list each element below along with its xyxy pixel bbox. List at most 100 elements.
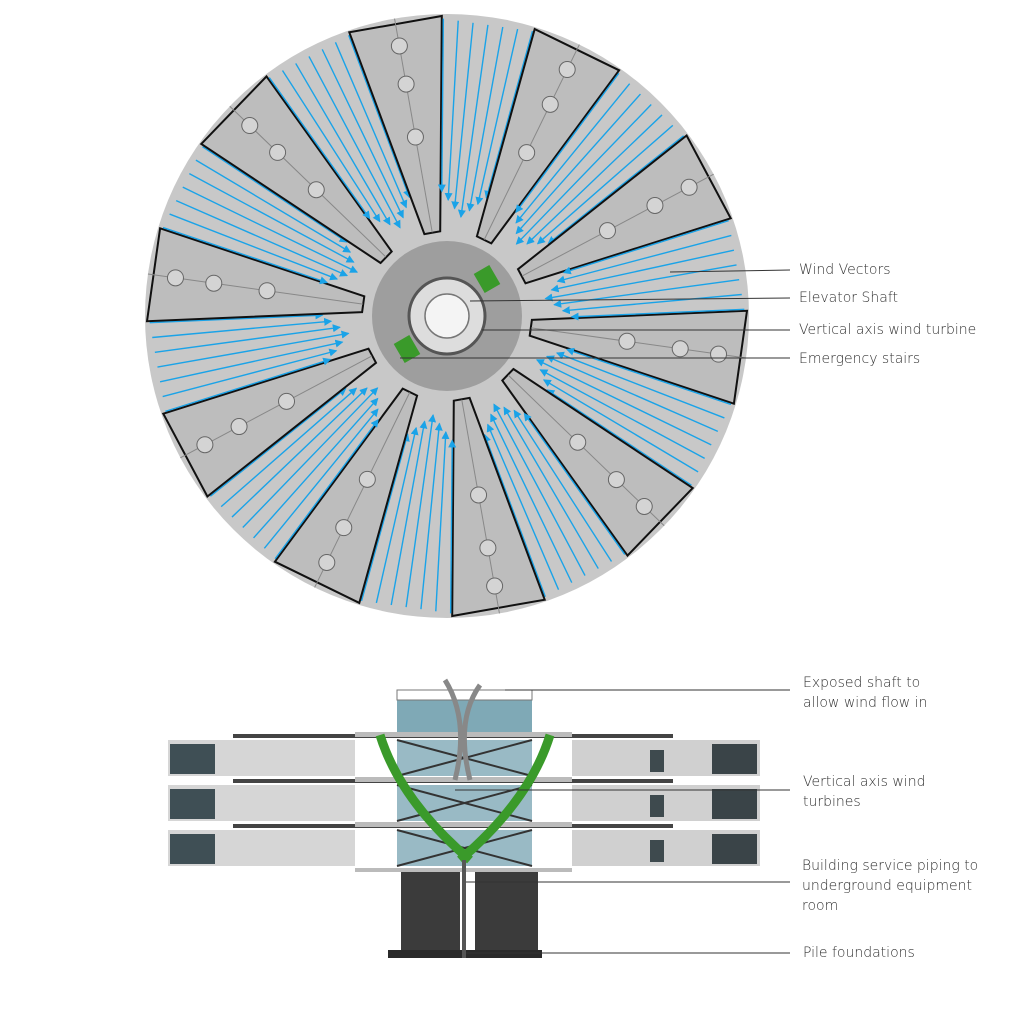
wind-vector-arrow: [546, 389, 692, 486]
wind-vector-arrow: [490, 413, 573, 583]
window: [170, 789, 215, 819]
wind-vector-arrow: [484, 30, 534, 199]
apartment-unit: [516, 133, 733, 285]
wind-vector-arrow: [375, 426, 419, 604]
furniture: [671, 340, 689, 358]
wind-vector-arrow: [556, 351, 725, 419]
wind-vector-arrow: [162, 348, 338, 398]
furniture: [397, 75, 415, 93]
apartment-unit: [161, 347, 378, 499]
shaft-railing: [396, 689, 533, 701]
furniture: [607, 471, 625, 489]
wind-vector-arrow: [188, 173, 355, 263]
wind-vector-arrow: [154, 324, 341, 353]
window: [650, 795, 664, 817]
wind-vector-arrow: [202, 146, 348, 243]
furniture: [196, 436, 214, 454]
wind-vector-arrow: [523, 412, 626, 555]
wind-vector-arrow: [570, 308, 745, 321]
pile-foundation: [401, 872, 460, 952]
wind-vector-arrow: [165, 357, 332, 413]
furniture: [335, 519, 353, 537]
wind-vector-arrow: [182, 186, 359, 273]
emergency-stairs: [473, 264, 501, 294]
wind-vector-arrow: [483, 433, 546, 597]
core-slab: [355, 822, 572, 827]
leader-line: [469, 297, 791, 302]
furniture: [166, 269, 184, 287]
wind-vector-arrow: [390, 420, 428, 606]
furniture: [618, 332, 636, 350]
wind-vector-arrow: [242, 387, 379, 528]
wind-vector-arrow: [535, 359, 712, 446]
wind-vector-arrow: [444, 20, 459, 202]
wind-vector-arrow: [348, 35, 411, 199]
wind-vector-arrow: [515, 93, 641, 235]
furniture: [278, 392, 296, 410]
wind-vector-arrow: [281, 70, 381, 223]
core-slab: [355, 777, 572, 782]
wind-vector-arrow: [542, 379, 699, 473]
wind-vector-arrow: [175, 199, 349, 277]
furniture: [258, 282, 276, 300]
window: [712, 834, 757, 864]
window: [170, 834, 215, 864]
wind-vector-arrow: [547, 135, 685, 245]
furniture: [479, 539, 497, 557]
wind-vector-arrow: [231, 387, 368, 518]
floor-plan: [145, 14, 791, 618]
wind-vector-arrow: [195, 159, 352, 253]
label-line: Exposed shaft to: [803, 675, 921, 691]
wind-vector-arrow: [562, 219, 729, 275]
furniture: [558, 61, 576, 79]
wind-vector-arrow: [334, 42, 408, 209]
label-pile-foundations: Pile foundations: [803, 945, 915, 961]
wind-vector-arrow: [268, 77, 371, 220]
label-line: Vertical axis wind: [803, 774, 926, 790]
furniture: [541, 95, 559, 113]
wind-vector-arrow: [466, 26, 504, 212]
label-wind-turbine: Vertical axis wind turbine: [799, 322, 977, 338]
wind-vector-arrow: [451, 22, 474, 210]
furniture: [406, 128, 424, 146]
wind-vector-arrow: [448, 439, 457, 614]
wind-vector-arrow: [486, 423, 560, 590]
wind-vector-arrow: [209, 387, 347, 497]
furniture: [598, 222, 616, 240]
apartment-unit: [475, 27, 621, 245]
furniture: [241, 117, 259, 135]
wind-vector-arrow: [526, 114, 663, 245]
wind-vector-arrow: [149, 311, 324, 324]
label-wind-vectors: Wind Vectors: [799, 262, 891, 278]
furniture: [486, 577, 504, 595]
furniture: [318, 553, 336, 571]
wind-vector-arrow: [157, 330, 350, 368]
wind-vector-arrow: [308, 56, 401, 229]
wind-vector-arrow: [545, 355, 719, 433]
furniture: [569, 433, 587, 451]
service-pipe: [462, 860, 466, 958]
emergency-stairs: [393, 334, 421, 364]
wind-vector-arrow: [159, 339, 344, 383]
furniture: [646, 196, 664, 214]
wind-vector-arrow: [536, 124, 674, 245]
wind-vector-arrow: [420, 422, 443, 610]
label-line: Building service piping to: [802, 858, 979, 874]
emergency-stairs-section: [375, 733, 555, 864]
wind-vector-arrow: [295, 63, 391, 226]
wind-vector-arrow: [405, 414, 437, 608]
wind-turbine: [424, 293, 470, 339]
wind-vector-arrow: [515, 83, 631, 224]
wind-vector-arrow: [360, 433, 410, 602]
wind-turbine-blades: [442, 678, 483, 781]
pile-cap: [470, 950, 542, 958]
furniture: [358, 470, 376, 488]
wind-vector-arrow: [321, 49, 404, 219]
furniture: [470, 486, 488, 504]
wind-vector-arrow: [539, 369, 706, 459]
label-emergency-stairs: Emergency stairs: [799, 351, 921, 367]
